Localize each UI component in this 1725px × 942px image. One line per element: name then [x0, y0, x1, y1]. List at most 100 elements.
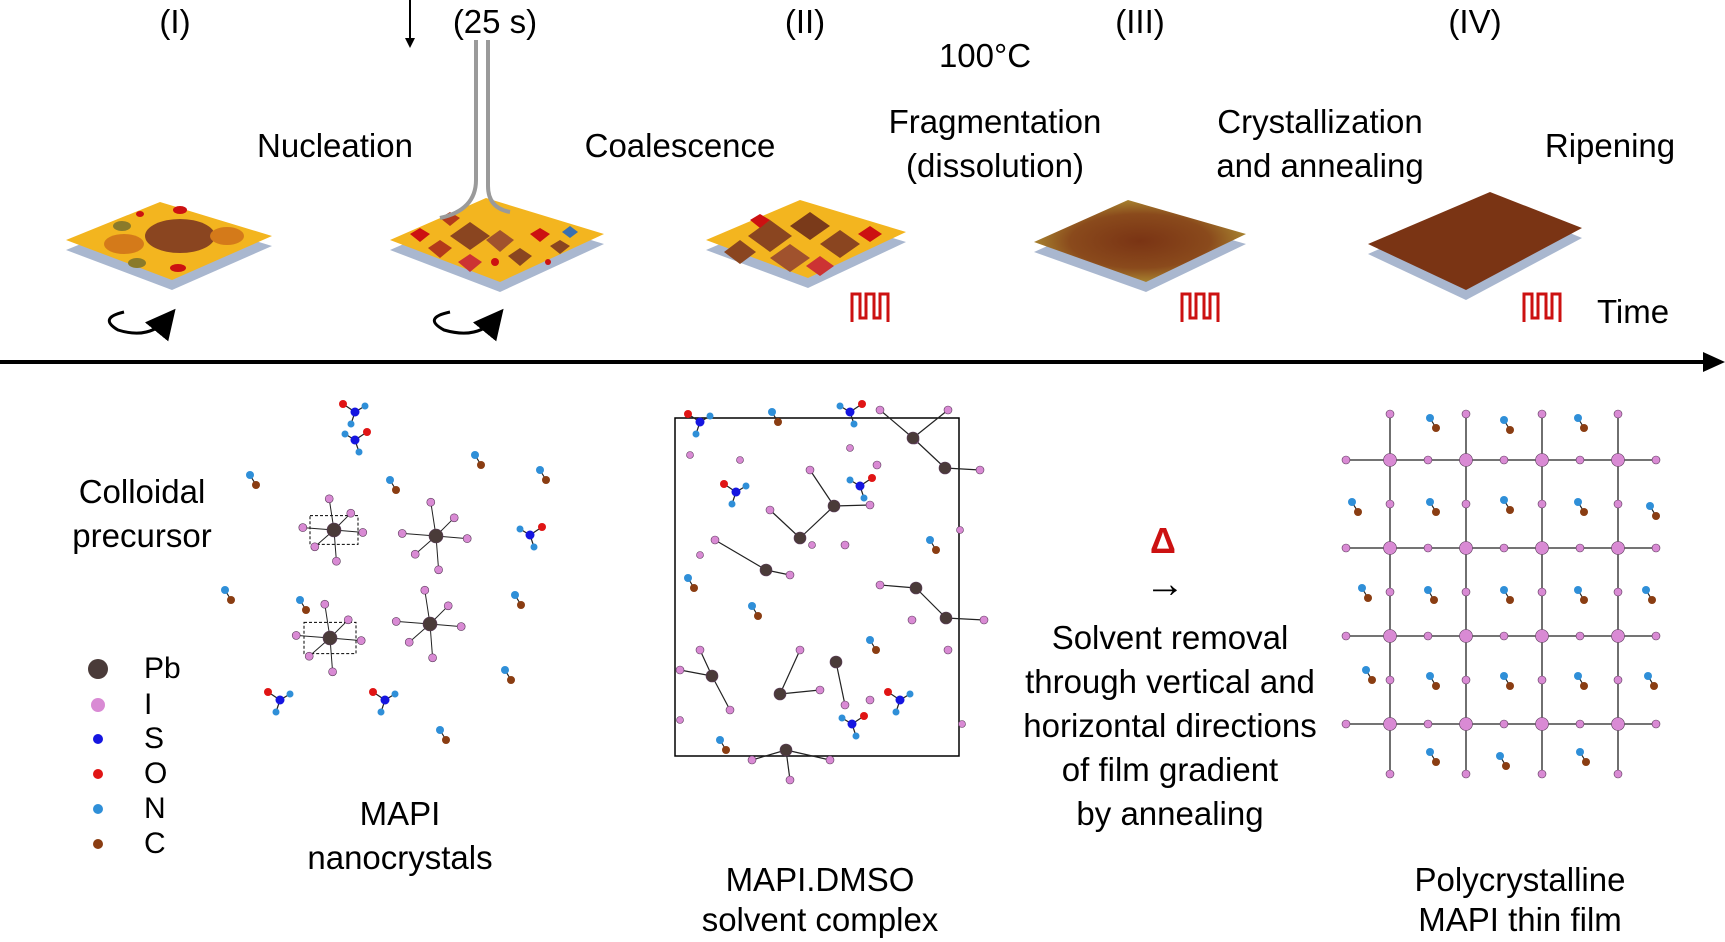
atom-i: [1613, 675, 1623, 685]
atom-i: [1537, 499, 1547, 509]
bond: [945, 617, 985, 621]
atom-i: [765, 505, 775, 515]
atom-n: [1426, 672, 1434, 680]
atom-n: [391, 690, 399, 698]
transition-line1: Solvent removal: [1051, 619, 1289, 656]
atom-i: [420, 585, 430, 595]
atom-i: [675, 665, 685, 675]
transition-line3: horizontal directions: [1023, 707, 1317, 744]
bond: [799, 505, 835, 539]
atom-pb: [428, 528, 444, 544]
atom-i: [865, 695, 875, 705]
atom-i: [747, 755, 757, 765]
atom-n: [836, 402, 844, 410]
atom-c: [1432, 758, 1440, 766]
bond: [785, 749, 831, 761]
atom-n: [866, 636, 874, 644]
atom-i: [1651, 543, 1661, 553]
atom-i: [875, 580, 885, 590]
atom-c: [227, 596, 235, 604]
atom-n: [341, 430, 349, 438]
atom-i: [1459, 629, 1473, 643]
atom-n: [361, 402, 369, 410]
atom-c: [1582, 758, 1590, 766]
atom-i: [356, 636, 366, 645]
bond: [769, 509, 801, 539]
atom-i: [1341, 719, 1351, 729]
atom-s: [695, 417, 705, 427]
atom-c: [1652, 512, 1660, 520]
atom-n: [742, 482, 750, 490]
legend-label: I: [144, 688, 153, 721]
atom-i: [1575, 719, 1585, 729]
atom-c: [1580, 596, 1588, 604]
atom-i: [1537, 587, 1547, 597]
atom-n: [355, 448, 363, 456]
step-fragmentation-line1: Fragmentation: [888, 103, 1102, 140]
atom-s: [895, 695, 905, 705]
atom-n: [1426, 414, 1434, 422]
atom-i: [1423, 455, 1433, 465]
atom-s: [380, 695, 390, 705]
atom-c: [392, 486, 400, 494]
atom-i: [695, 645, 705, 655]
atom-i: [397, 529, 407, 538]
atom-i: [956, 526, 964, 534]
atom-i: [979, 615, 989, 625]
atom-n: [386, 476, 394, 484]
atom-i: [1535, 541, 1549, 555]
legend-label: S: [144, 722, 165, 755]
legend-label: Pb: [144, 652, 181, 685]
atom-i: [1499, 631, 1509, 641]
time-axis: [0, 352, 1725, 372]
atom-i: [1499, 455, 1509, 465]
substrate-stage-2: [706, 200, 906, 288]
atom-i: [291, 631, 301, 640]
atom-c: [252, 481, 260, 489]
atom-i: [1385, 675, 1395, 685]
atom-s: [525, 530, 535, 540]
spin-icon-2: [433, 308, 504, 342]
atom-c: [1506, 596, 1514, 604]
atom-n: [221, 586, 229, 594]
step-crystallization-line2: and annealing: [1216, 147, 1424, 184]
atom-n: [838, 714, 846, 722]
legend-item-c: C: [80, 827, 166, 861]
atom-i: [736, 456, 744, 464]
atom-pb: [938, 461, 952, 475]
atom-i: [1423, 543, 1433, 553]
atom-n: [1426, 498, 1434, 506]
atom-n: [436, 726, 444, 734]
atom-n: [1362, 666, 1370, 674]
atom-pb: [422, 616, 438, 632]
atom-i: [785, 775, 795, 785]
atom-i: [1385, 409, 1395, 419]
atom-n: [906, 690, 914, 698]
atom-i: [1575, 455, 1585, 465]
atom-n: [846, 476, 854, 484]
atom-i: [725, 705, 735, 715]
atom-c: [1368, 676, 1376, 684]
atom-n: [748, 602, 756, 610]
atom-i: [404, 637, 414, 647]
bond: [779, 689, 821, 695]
atom-i: [1341, 543, 1351, 553]
legend-swatch: [88, 659, 108, 679]
atom-i: [1461, 409, 1471, 419]
complex-label-line2: solvent complex: [701, 901, 939, 938]
atom-o: [339, 400, 347, 408]
atom-i: [1613, 409, 1623, 419]
atom-i: [1537, 769, 1547, 779]
spin-icon-1: [107, 308, 176, 342]
atom-n: [377, 708, 385, 716]
atom-s: [350, 435, 360, 445]
solvent-complex-scene: [674, 400, 989, 785]
atom-i: [1341, 455, 1351, 465]
atom-i: [343, 615, 353, 625]
nanocrystals-label-line1: MAPI: [359, 795, 441, 832]
atom-i: [410, 549, 420, 559]
atom-i: [840, 540, 850, 550]
atom-c: [1580, 424, 1588, 432]
atom-i: [1385, 587, 1395, 597]
atom-i: [1651, 719, 1661, 729]
